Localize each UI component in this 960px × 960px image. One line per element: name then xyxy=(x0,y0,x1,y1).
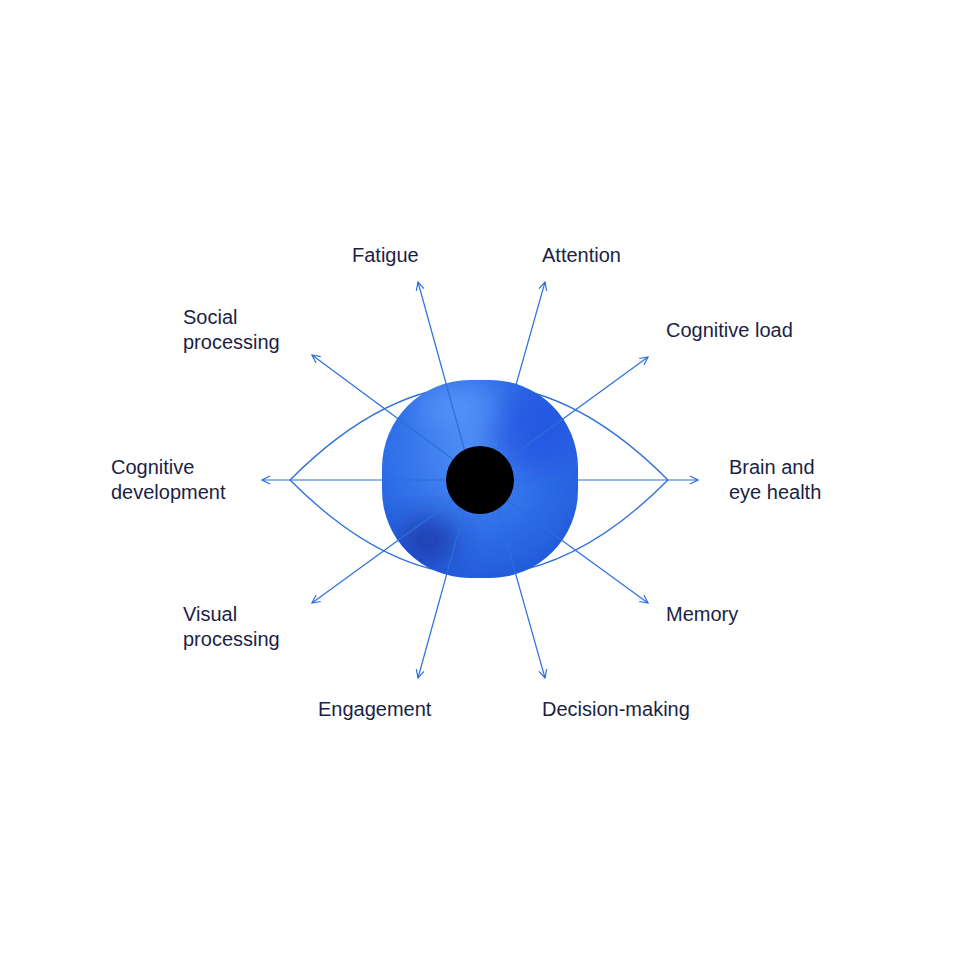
topic-label: Social processing xyxy=(183,305,291,355)
leader-arrow xyxy=(312,355,470,472)
topic-label: Brain and eye health xyxy=(729,455,839,505)
topic-label: Fatigue xyxy=(352,243,419,268)
topic-label: Memory xyxy=(666,602,738,627)
leader-arrow xyxy=(418,490,470,678)
leader-arrows xyxy=(262,282,698,678)
topic-label: Visual processing xyxy=(183,602,291,652)
leader-arrow xyxy=(492,490,545,678)
leader-arrow xyxy=(492,282,545,470)
topic-label: Attention xyxy=(542,243,621,268)
leader-arrow xyxy=(490,357,648,472)
iris xyxy=(382,380,578,578)
topic-label: Decision-making xyxy=(542,697,690,722)
topic-label: Cognitive load xyxy=(666,318,793,343)
topic-label: Cognitive development xyxy=(111,455,239,505)
leader-arrow xyxy=(418,282,470,470)
leader-arrow xyxy=(490,488,648,603)
leader-arrow xyxy=(312,488,470,603)
topic-label: Engagement xyxy=(318,697,431,722)
pupil xyxy=(446,446,514,514)
